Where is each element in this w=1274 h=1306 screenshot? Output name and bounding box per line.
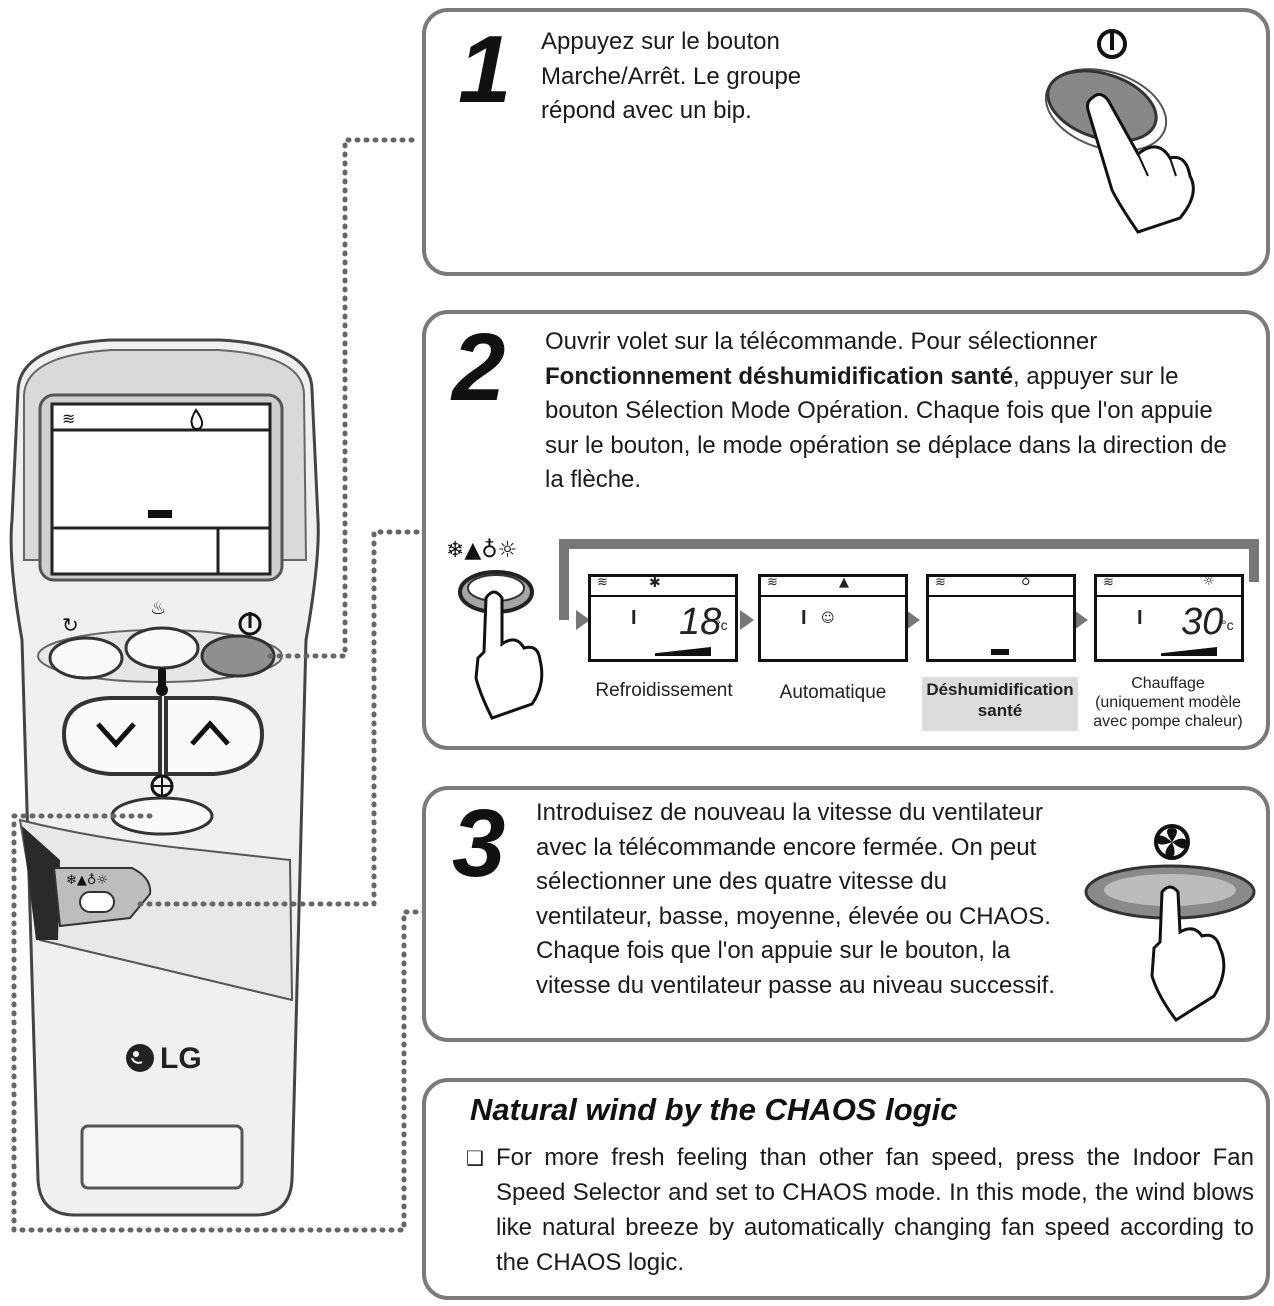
sun-icon: ☼ — [1203, 574, 1215, 589]
thermometer-icon: I — [631, 607, 637, 629]
brand-logo-text: LG — [160, 1042, 202, 1075]
snowflake-icon: ✱ — [649, 575, 661, 591]
lcd-heating: ≋ ☼ I 30 °c — [1094, 574, 1244, 662]
svg-text:♨: ♨ — [150, 598, 166, 619]
mode-label-cooling: Refroidissement — [595, 680, 733, 701]
chaos-note-title: Natural wind by the CHAOS logic — [470, 1092, 958, 1127]
signal-icon: ≋ — [767, 575, 778, 590]
step-2-panel — [422, 310, 1270, 750]
mode-sequence-arrows — [559, 539, 1259, 630]
lcd-auto: ≋ ▲ I ☺ — [758, 574, 908, 662]
step-2-text-before: Ouvrir volet sur la télécommande. Pour s… — [545, 328, 1098, 355]
fan-level-bar — [1161, 647, 1217, 656]
power-button-hand-icon — [1044, 29, 1195, 234]
step-3-number: 3 — [452, 790, 506, 897]
thermometer-icon: I — [1137, 607, 1143, 629]
svg-text:❄▲♁☼: ❄▲♁☼ — [66, 873, 108, 888]
fan-button-hand-icon — [1084, 824, 1256, 1023]
lcd-dehumidify: ≋ ♁ — [926, 574, 1076, 662]
fan-level-bar — [991, 649, 1009, 655]
step-2-text-after: , appuyer sur le bouton Sélection Mode O… — [545, 362, 1227, 494]
mode-icons-row: ❄▲♁☼ — [446, 538, 518, 563]
lcd-temp-unit: °c — [715, 617, 728, 633]
mode-label-heating: Chauffage (uniquement modèle avec pompe … — [1093, 675, 1243, 730]
mode-button-hand-icon — [458, 570, 544, 720]
chaos-note-panel — [422, 1078, 1270, 1300]
remote-illustration: ≋ ↻ ♨ ❄▲♁☼ — [9, 338, 320, 1217]
chaos-note-text: For more fresh feeling than other fan sp… — [496, 1144, 1254, 1276]
mode-label-dehumidify: Déshumidification santé — [922, 677, 1078, 731]
signal-icon: ≋ — [935, 575, 946, 590]
svg-text:↻: ↻ — [62, 613, 79, 637]
lcd-temp: 30 — [1181, 601, 1224, 643]
lcd-temp: 18 — [679, 601, 722, 643]
mode-label-auto: Automatique — [779, 682, 887, 703]
step-1-number: 1 — [458, 16, 512, 123]
svg-text:≋: ≋ — [62, 409, 75, 428]
fan-level-bar — [655, 647, 711, 656]
step-2-number: 2 — [452, 314, 506, 421]
signal-icon: ≋ — [1103, 575, 1114, 590]
drop-icon: ♁ — [1021, 574, 1031, 589]
lcd-cooling: ≋ ✱ I 18 °c — [588, 574, 738, 662]
auto-triangle-icon: ▲ — [839, 575, 849, 590]
step-2-text-bold: Fonctionnement déshumidification santé — [545, 362, 1014, 390]
thermometer-icon: I — [801, 607, 807, 629]
step-2-text: Ouvrir volet sur la télécommande. Pour s… — [545, 325, 1250, 498]
step-3-text: Introduisez de nouveau la vitesse du ven… — [536, 799, 1055, 999]
checkbox-bullet-icon: ❑ — [466, 1146, 484, 1170]
signal-icon: ≋ — [597, 575, 608, 590]
smile-icon: ☺ — [821, 611, 835, 626]
lcd-temp-unit: °c — [1221, 617, 1234, 633]
step-1-text: Appuyez sur le bouton Marche/Arrêt. Le g… — [541, 28, 802, 124]
